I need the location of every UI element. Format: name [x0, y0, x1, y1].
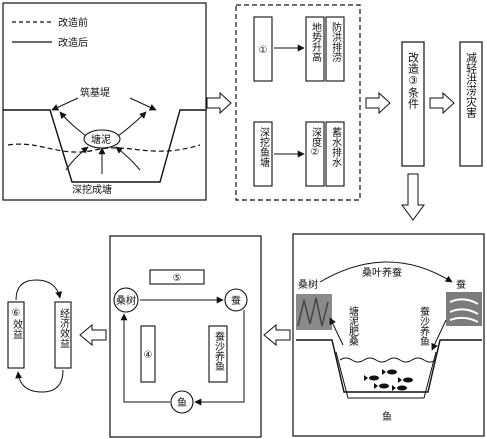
eco-water-surface	[339, 357, 437, 363]
panel-cycle	[109, 235, 262, 438]
box-storage	[325, 121, 345, 187]
box-reduce-flood-text: 减轻洪涝灾害	[465, 52, 478, 119]
arrow-mud-down-right	[115, 146, 141, 171]
mulberry-tree-texture	[297, 297, 329, 327]
dike-label: 筑基堤	[80, 86, 110, 99]
box-flood-control-text: 防洪排涝	[330, 21, 342, 63]
cycle-box-4-text: ④	[144, 350, 153, 361]
arrow-mud-up-left	[59, 111, 87, 137]
box-economic-text: 经济效益	[58, 307, 70, 348]
hollow-arrow-2	[365, 91, 391, 115]
arrow-benefit-top	[15, 279, 63, 301]
cycle-mulberry-label: 桑树	[116, 294, 136, 307]
cycle-box-5	[149, 269, 205, 285]
cycle-silkworm-label: 蚕	[231, 295, 241, 307]
eco-fish-group	[364, 369, 413, 391]
cycle-box-4	[140, 325, 156, 383]
cycle-silkworm-node	[224, 288, 248, 312]
pond-label: 深挖成塘	[72, 183, 112, 196]
hollow-arrow-3	[429, 91, 455, 115]
box-measure-1	[253, 16, 273, 82]
arrow-benefit-bottom	[15, 369, 64, 393]
box-measure-1-text: ①	[259, 45, 268, 56]
cycle-fish-label: 鱼	[177, 396, 187, 409]
arrow-mud-to-mulberry	[329, 317, 344, 346]
arrow-fish-to-mulberry	[120, 313, 170, 403]
cycle-box-5-text: ⑤	[173, 273, 182, 284]
box-modify-conditions-text: 改造③条件	[407, 51, 420, 110]
eco-pond-outline	[296, 339, 482, 393]
eco-leaf-feed-label: 桑叶养蚕	[362, 266, 402, 279]
panel-measures	[235, 4, 361, 201]
panel-cross-section	[2, 2, 207, 201]
eco-sand-fish-label: 蚕沙养鱼	[418, 306, 430, 346]
box-dig-pond	[253, 121, 273, 187]
box-flood-control	[325, 16, 345, 82]
arrow-mud-up-right	[117, 111, 147, 137]
panel-ecosystem	[292, 233, 485, 437]
box-reduce-flood	[459, 41, 483, 167]
hollow-arrow-left-1	[263, 323, 291, 347]
box-benefit-6	[7, 301, 25, 369]
cycle-fish-node	[170, 390, 194, 414]
eco-pond-mud-label: 塘泥肥桑	[347, 305, 359, 347]
hollow-arrow-down	[401, 173, 425, 221]
arrow-dike-right	[129, 97, 157, 111]
arrow-sand-to-fish	[431, 319, 447, 351]
arrow-dike-left	[51, 97, 79, 111]
legend-after-label: 改造后	[58, 36, 88, 49]
silkworm-texture	[449, 298, 479, 323]
arrow-mud-down-left	[65, 146, 89, 171]
box-dig-pond-text: 深挖鱼塘	[258, 127, 270, 168]
eco-silkworm-label: 蚕	[456, 279, 466, 291]
arrow-silkworm-to-fish	[194, 310, 245, 406]
box-terrain-text: 地势升高	[310, 21, 322, 63]
arrow-leaf-to-silkworm	[319, 261, 453, 283]
eco-fish-label: 鱼	[382, 410, 392, 423]
box-benefit-6-text: ⑥效益	[11, 308, 23, 339]
box-depth	[305, 121, 325, 187]
profile-before	[7, 143, 201, 153]
cycle-mulberry-node	[113, 287, 139, 313]
legend-before-label: 改造前	[58, 16, 88, 29]
box-economic	[54, 301, 72, 369]
box-storage-text: 蓄水排水	[330, 127, 342, 167]
box-terrain	[305, 16, 325, 82]
mud-label: 塘泥	[91, 133, 111, 146]
cycle-box-sand	[208, 325, 228, 383]
hollow-arrow-left-2	[79, 323, 107, 347]
profile-after	[3, 109, 206, 183]
eco-mulberry-label: 桑树	[298, 278, 318, 291]
box-modify-conditions	[401, 41, 425, 167]
eco-pond-inner	[335, 351, 437, 399]
hollow-arrow-1	[206, 91, 232, 115]
box-depth-text: 深度②	[310, 127, 322, 158]
cycle-box-sand-text: 蚕沙养鱼	[213, 331, 225, 371]
